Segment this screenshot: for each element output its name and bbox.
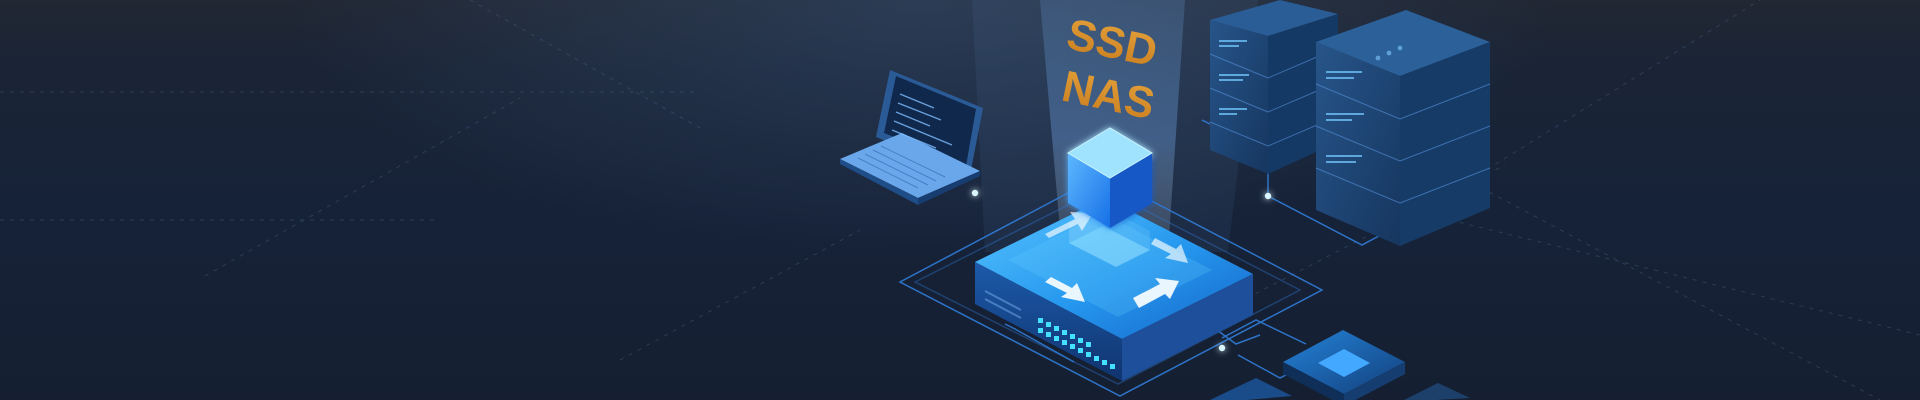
chip-icon [1283,330,1405,400]
spotlight-beam-wide [972,0,1258,252]
server-rack-right [1315,10,1491,246]
laptop-keyboard [857,145,946,189]
network-nodes [971,189,1272,352]
chip-small-icon [1210,378,1470,400]
transfer-arrows-icon [1045,212,1188,308]
server-rack-icon [1209,0,1491,246]
switch-side-vents [984,290,1022,319]
storage-cube-icon [1067,127,1153,228]
laptop-screen-code [891,93,953,149]
switch-port-lights [1038,318,1115,369]
network-switch-icon [975,198,1253,381]
laptop-icon [840,70,983,205]
